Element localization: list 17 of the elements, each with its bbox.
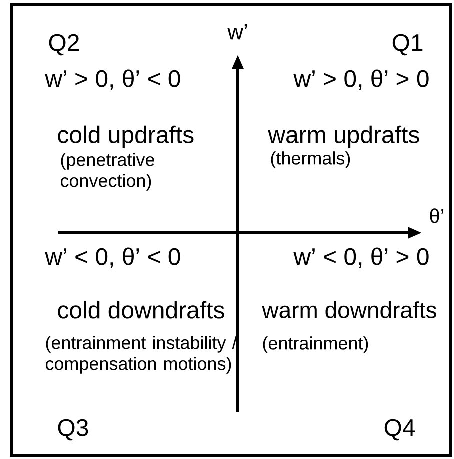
regime-note: (thermals) — [271, 152, 350, 168]
quadrant-label: Q4 — [384, 419, 416, 441]
regime-label: warm downdrafts — [262, 302, 436, 318]
sign-condition: w’ < 0, θ’ > 0 — [294, 248, 429, 268]
regime-label: cold updrafts — [58, 126, 194, 148]
sign-condition: w’ > 0, θ’ < 0 — [45, 70, 180, 90]
quadrant-label: Q3 — [58, 419, 88, 441]
axis-label: w’ — [228, 24, 248, 40]
sign-condition: w’ < 0, θ’ < 0 — [45, 248, 180, 268]
sign-condition: w’ > 0, θ’ > 0 — [294, 70, 429, 90]
axis-label: θ’ — [430, 208, 444, 224]
regime-note: (penetrative convection) — [60, 153, 154, 191]
regime-note: (entrainment) — [263, 336, 368, 354]
regime-label: warm updrafts — [268, 126, 420, 148]
quadrant-label: Q1 — [392, 34, 423, 56]
regime-label: cold downdrafts — [58, 301, 224, 319]
quadrant-label: Q2 — [49, 34, 79, 56]
